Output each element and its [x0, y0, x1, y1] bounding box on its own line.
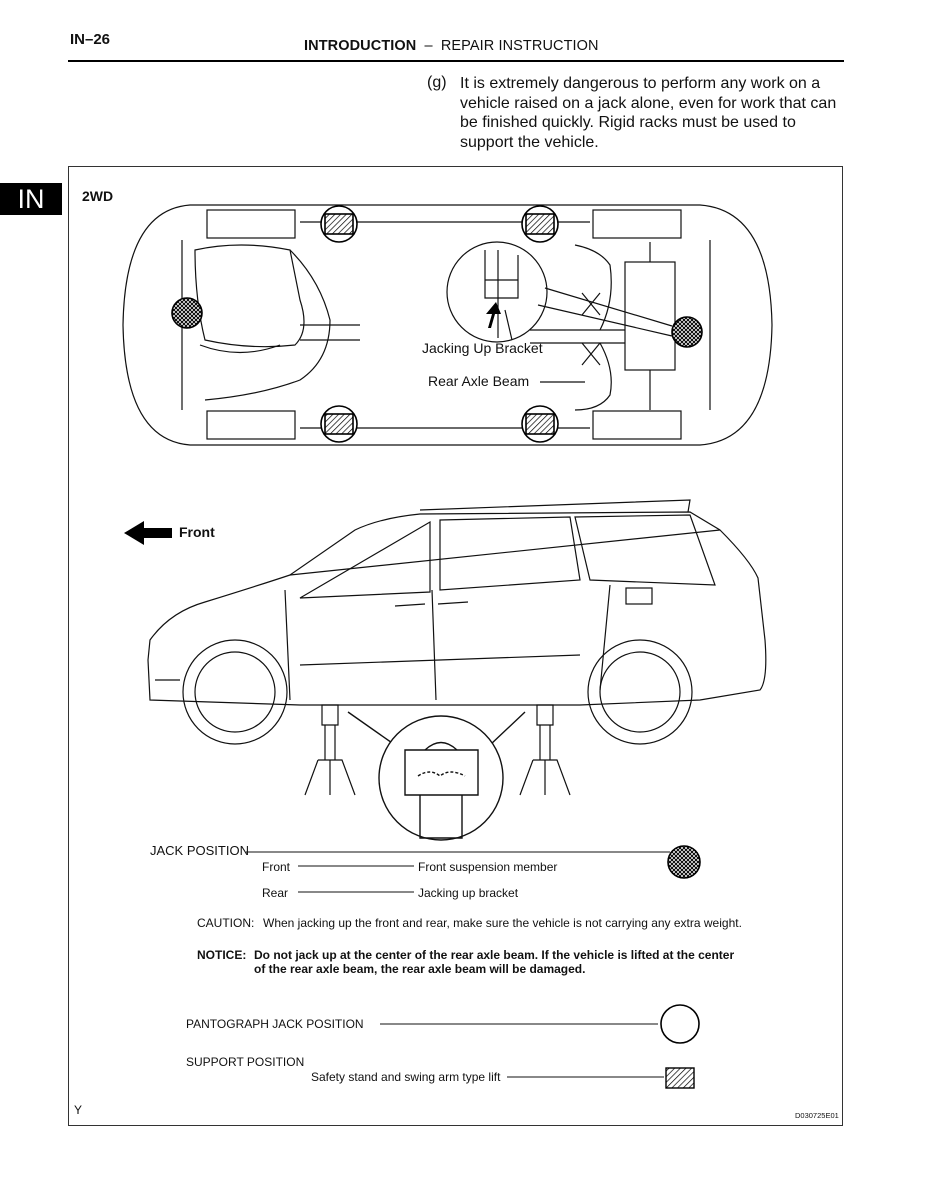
jacking-bracket-label: Jacking Up Bracket — [422, 340, 543, 356]
jack-row-label-rear: Rear — [262, 886, 289, 900]
rear-axle-beam-label: Rear Axle Beam — [428, 373, 530, 389]
support-symbol — [665, 1067, 695, 1089]
pantograph-label: PANTOGRAPH JACK POSITION — [186, 1017, 364, 1031]
notice-text-line1: Do not jack up at the center of the rear… — [254, 948, 735, 962]
drive-type-label: 2WD — [82, 188, 114, 204]
jack-points — [171, 297, 703, 348]
page-header: INTRODUCTION – REPAIR INSTRUCTION — [304, 38, 599, 54]
instruction-marker: (g) — [427, 74, 447, 91]
jack-position-title: JACK POSITION — [150, 843, 249, 858]
support-points — [320, 205, 559, 443]
notice-label: NOTICE: — [197, 948, 247, 962]
arrow-icon — [486, 302, 501, 328]
figure-code: D030725E01 — [795, 1111, 839, 1120]
front-label: Front — [179, 524, 215, 540]
legend-lines — [246, 851, 670, 1078]
header-separator: – — [424, 38, 433, 54]
header-subsection: REPAIR INSTRUCTION — [440, 38, 599, 54]
jack-row-label-front: Front — [262, 860, 291, 874]
side-view-vehicle — [147, 499, 767, 745]
caution-text: When jacking up the front and rear, make… — [263, 916, 742, 930]
jack-row-value-rear: Jacking up bracket — [418, 886, 519, 900]
jack-position-symbol — [667, 845, 701, 879]
page-number: IN–26 — [70, 31, 111, 48]
front-arrow-icon — [124, 521, 172, 545]
corner-letter: Y — [74, 1103, 83, 1117]
header-rule — [68, 60, 844, 62]
support-text: Safety stand and swing arm type lift — [311, 1070, 501, 1084]
instruction-text: It is extremely dangerous to perform any… — [460, 75, 837, 151]
jack-row-value-front: Front suspension member — [418, 860, 558, 874]
support-title: SUPPORT POSITION — [186, 1055, 305, 1069]
header-section: INTRODUCTION — [304, 38, 417, 54]
pantograph-symbol — [660, 1004, 700, 1044]
notice-text-line2: of the rear axle beam, the rear axle bea… — [254, 962, 586, 976]
section-tab: IN — [0, 183, 62, 215]
figure-frame — [68, 166, 843, 1126]
stand-detail-callout — [347, 711, 526, 841]
safety-stands — [304, 704, 571, 796]
caution-label: CAUTION: — [197, 916, 255, 930]
